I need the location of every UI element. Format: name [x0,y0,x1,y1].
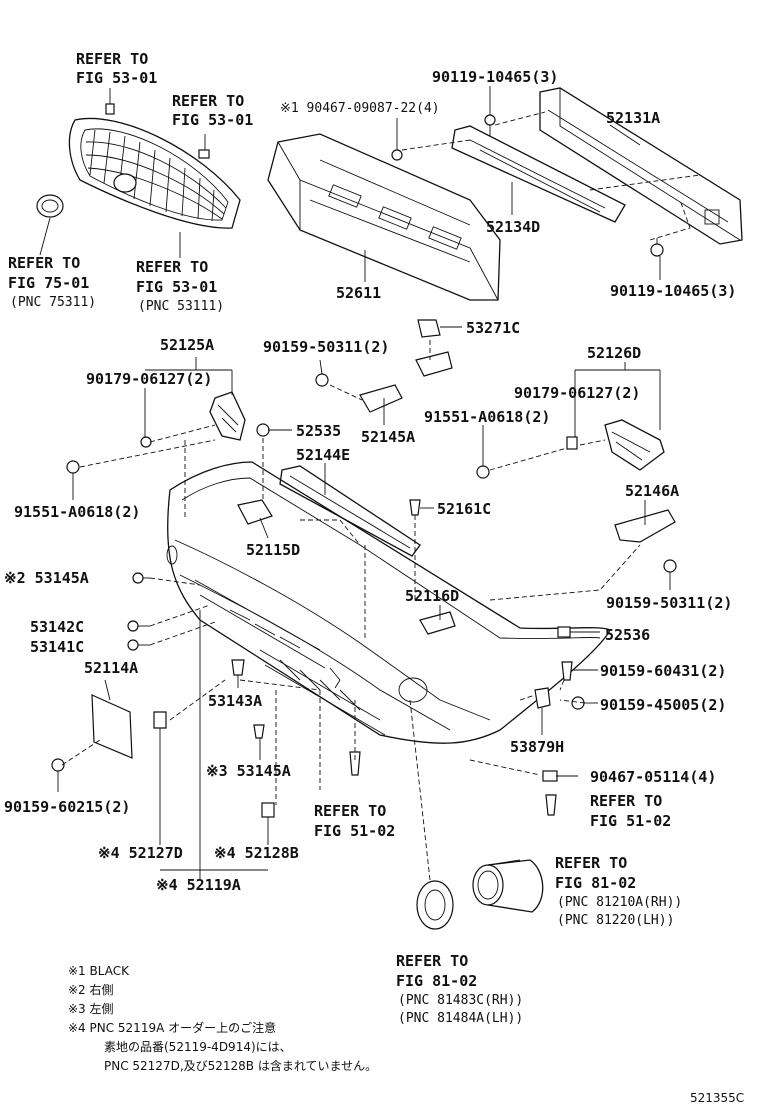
label-53879H: 53879H [510,738,564,756]
label-pnc-81484A: (PNC 81484A(LH)) [398,1011,523,1026]
bracket-52126D [604,419,665,471]
label-52115D: 52115D [246,541,300,559]
label-53142C: 53142C [30,618,84,636]
bracket-52145A [359,384,403,413]
label-90467-09087: ※1 90467-09087-22(4) [280,101,440,116]
bracket-52125A [209,391,246,441]
label-90159-60215: 90159-60215(2) [4,798,130,816]
label-53141C: 53141C [30,638,84,656]
label-52125A: 52125A [160,336,214,354]
latch-53271C [415,319,453,377]
fog-cover [416,880,454,930]
label-91551-A0618-right: 91551-A0618(2) [424,408,550,426]
label-52134D: 52134D [486,218,540,236]
bumper-reinforcement-52131A [539,87,743,245]
label-90159-50311-top: 90159-50311(2) [263,338,389,356]
label-53145A-lh: ※3 53145A [206,762,291,780]
label-90179-06127-right: 90179-06127(2) [514,384,640,402]
bracket-52115D [237,499,273,525]
label-53271C: 53271C [466,319,520,337]
label-53145A-rh: ※2 53145A [4,569,89,587]
label-pnc-81210A: (PNC 81210A(RH)) [557,895,682,910]
front-bumper-cover [166,461,611,744]
label-90119-10465-bottom: 90119-10465(3) [610,282,736,300]
note-4-line3: PNC 52127D,及び52128B は含まれていません。 [104,1058,377,1073]
label-90159-50311-right: 90159-50311(2) [606,594,732,612]
note-4-line2: 素地の品番(52119-4D914)には、 [104,1040,292,1054]
label-90159-60431: 90159-60431(2) [600,662,726,680]
label-53143A: 53143A [208,692,262,710]
label-52145A: 52145A [361,428,415,446]
label-52161C: 52161C [437,500,491,518]
leader-lines [39,86,671,880]
license-bracket-52114A [91,694,133,759]
label-52131A: 52131A [606,109,660,127]
fog-lamp [472,859,544,913]
emblem [36,194,64,218]
label-52128B: ※4 52128B [214,844,299,862]
label-52116D: 52116D [405,587,459,605]
clip-90467-09087 [391,140,403,161]
label-91551-A0618-left: 91551-A0618(2) [14,503,140,521]
label-pnc-75311: (PNC 75311) [10,295,96,310]
label-90159-45005: 90159-45005(2) [600,696,726,714]
note-4: ※4 PNC 52119A オーダー上のご注意 [68,1020,276,1035]
label-90467-05114: 90467-05114(4) [590,768,716,786]
label-90179-06127-left: 90179-06127(2) [86,370,212,388]
energy-absorber-52611 [267,133,501,301]
note-1: ※1 BLACK [68,964,130,978]
retainer-52144E [279,465,421,557]
label-52144E: 52144E [296,446,350,464]
bolt-90119-top [484,114,496,136]
label-52146A: 52146A [625,482,679,500]
note-2: ※2 右側 [68,982,114,997]
label-52611: 52611 [336,284,381,302]
footnotes: ※1 BLACK ※2 右側 ※3 左側 ※4 PNC 52119A オーダー上… [68,964,377,1073]
retainer-52134D [451,125,626,223]
label-90119-10465-top: 90119-10465(3) [432,68,558,86]
assembly-lines [61,111,701,881]
label-52126D: 52126D [587,344,641,362]
label-pnc-53111: (PNC 53111) [138,299,224,314]
figure-code: 521355C [690,1091,744,1105]
note-3: ※3 左側 [68,1001,114,1016]
bracket-52146A [614,509,676,543]
label-52119A: ※4 52119A [156,876,241,894]
bolt-90119-bottom [650,238,664,257]
label-52536: 52536 [605,626,650,644]
label-pnc-81483C: (PNC 81483C(RH)) [398,993,523,1008]
bracket-52116D [419,611,456,635]
label-52127D: ※4 52127D [98,844,183,862]
label-52114A: 52114A [84,659,138,677]
label-52535: 52535 [296,422,341,440]
label-pnc-81220: (PNC 81220(LH)) [557,913,674,928]
radiator-grille [68,117,241,229]
